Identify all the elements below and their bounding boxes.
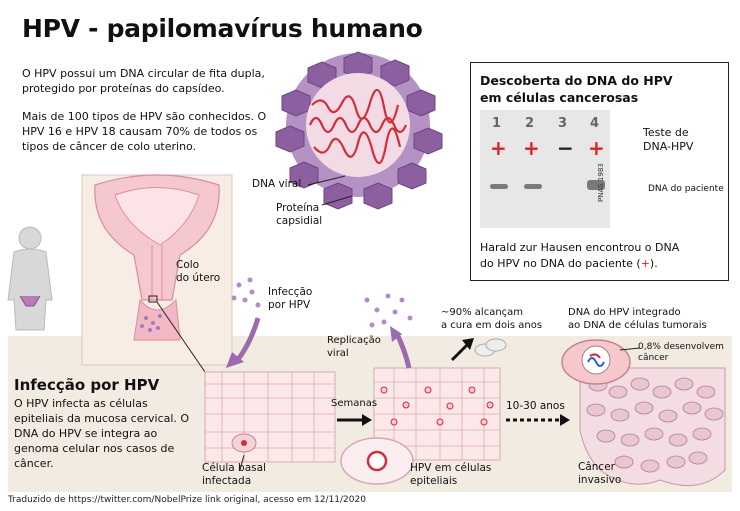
caption-text: ). — [649, 257, 658, 270]
lane-sign: − — [557, 136, 574, 160]
invasive-cancer-label: Câncer invasivo — [578, 461, 621, 487]
lane-number: 2 — [525, 116, 535, 131]
gel-band — [490, 184, 508, 189]
virus-particle — [275, 51, 443, 210]
intro-line: Mais de 100 tipos de HPV são conhecidos.… — [22, 110, 267, 123]
cure-label: ~90% alcançam a cura em dois anos — [441, 306, 542, 332]
integrated-dna-label-line: ao DNA de células tumorais — [568, 320, 707, 331]
body-silhouette — [7, 226, 53, 331]
cure-label-line: ~90% alcançam — [441, 307, 524, 318]
infection-text-line: genoma celular nos casos de — [14, 442, 175, 455]
intro-line: O HPV possui um DNA circular de fita dup… — [22, 67, 265, 80]
epithelial-label-line: HPV em células — [410, 462, 492, 474]
dna-viral-label: DNA viral — [252, 178, 302, 190]
intro-line: HPV 16 e HPV 18 causam 70% de todos os — [22, 125, 258, 138]
cell-closeup — [340, 437, 414, 485]
lane-number: 4 — [590, 116, 600, 131]
cervix-label-line: Colo — [176, 259, 200, 271]
discovery-caption: Harald zur Hausen encontrou o DNA do HPV… — [480, 240, 679, 272]
lane-number: 3 — [558, 116, 568, 131]
lane-number: 1 — [492, 116, 502, 131]
tissue-basal — [204, 371, 336, 471]
footer-source: Traduzido de https://twitter.com/NobelPr… — [8, 495, 366, 505]
capsid-label-line: Proteína — [276, 202, 320, 214]
tissue-epithelial — [373, 367, 501, 461]
gel-source: PNAS 1983 — [597, 163, 605, 202]
basal-cell-label-line: Célula basal — [202, 462, 266, 474]
intro-line: protegido por proteínas do capsídeo. — [22, 82, 225, 95]
intro-paragraph-1: O HPV possui um DNA circular de fita dup… — [22, 66, 272, 96]
cure-label-line: a cura em dois anos — [441, 320, 543, 331]
intro-paragraph-2: Mais de 100 tipos de HPV são conhecidos.… — [22, 109, 272, 154]
cervix-label-line: do útero — [176, 272, 221, 284]
develop-label-line: 0,8% desenvolvem — [638, 342, 724, 352]
infection-text-line: epiteliais da mucosa cervical. O — [14, 412, 190, 425]
hpv-test-label: Teste de DNA-HPV — [643, 126, 693, 154]
invasive-cancer-label-line: invasivo — [578, 474, 622, 486]
uterus-diagram — [81, 174, 233, 373]
replication-label-line: Replicação — [327, 335, 381, 346]
basal-cell-label: Célula basal infectada — [202, 462, 266, 488]
gel-image: 1 2 3 4 + + − + PNAS 1983 — [480, 110, 610, 228]
lane-sign: + — [588, 136, 605, 160]
weeks-label: Semanas — [331, 398, 378, 409]
years-label: 10-30 anos — [506, 400, 565, 412]
infection-label: Infecção por HPV — [268, 286, 312, 312]
virus-particles — [231, 277, 413, 328]
capsid-protein-label: Proteína capsidial — [276, 202, 322, 228]
infection-label-line: Infecção — [268, 286, 313, 298]
infection-text: O HPV infecta as células epiteliais da m… — [14, 396, 204, 471]
develop-label-line: câncer — [638, 353, 669, 363]
discovery-caption-line: Harald zur Hausen encontrou o DNA — [480, 241, 680, 254]
lane-sign: + — [523, 136, 540, 160]
tissue-cancer — [579, 367, 726, 487]
infection-label-line: por HPV — [268, 299, 311, 311]
gel-band — [524, 184, 542, 189]
gel-band — [587, 180, 605, 190]
discovery-title-line: Descoberta do DNA do HPV — [480, 73, 673, 88]
capsid-label-line: capsidial — [276, 215, 323, 227]
integrated-dna-label: DNA do HPV integrado ao DNA de células t… — [568, 306, 707, 332]
replication-label-line: viral — [327, 348, 349, 359]
replication-label: Replicação viral — [327, 334, 381, 360]
cured-cells — [474, 338, 507, 357]
tumor-cell-closeup — [561, 339, 631, 385]
develop-label: 0,8% desenvolvem câncer — [638, 342, 724, 364]
discovery-title: Descoberta do DNA do HPV em células canc… — [480, 72, 673, 106]
infection-text-line: O HPV infecta as células — [14, 397, 148, 410]
patient-dna-label: DNA do paciente — [648, 184, 724, 194]
infection-heading: Infecção por HPV — [14, 376, 160, 394]
caption-plus: + — [640, 257, 650, 270]
discovery-title-line: em células cancerosas — [480, 90, 639, 105]
lane-sign: + — [490, 136, 507, 160]
cervix-label: Colo do útero — [176, 259, 220, 285]
hpv-test-label-line: DNA-HPV — [643, 140, 694, 153]
basal-cell-label-line: infectada — [202, 475, 252, 487]
infection-text-line: câncer. — [14, 457, 54, 470]
caption-text: do HPV no DNA do paciente ( — [480, 257, 641, 270]
epithelial-label: HPV em células epiteliais — [410, 462, 491, 488]
invasive-cancer-label-line: Câncer — [578, 461, 615, 473]
discovery-caption-line: do HPV no DNA do paciente (+). — [480, 256, 679, 272]
infection-text-line: DNA do HPV se integra ao — [14, 427, 158, 440]
integrated-dna-label-line: DNA do HPV integrado — [568, 307, 681, 318]
epithelial-label-line: epiteliais — [410, 475, 458, 487]
page-title: HPV - papilomavírus humano — [22, 14, 423, 43]
hpv-test-label-line: Teste de — [643, 126, 689, 139]
intro-line: tipos de câncer de colo uterino. — [22, 140, 197, 153]
